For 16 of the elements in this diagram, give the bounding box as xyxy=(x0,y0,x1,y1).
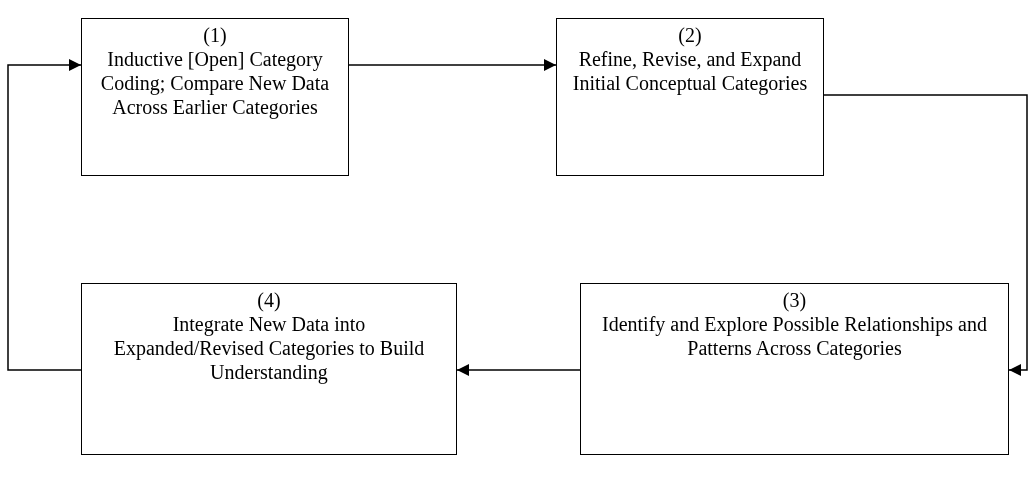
step-text: Integrate New Data into Expanded/Revised Categories to Build Understanding xyxy=(112,312,426,384)
step-number: (3) xyxy=(782,288,807,312)
process-box xyxy=(81,283,457,455)
step-text: Refine, Revise, and Expand Initial Conceptual Categories xyxy=(571,47,809,95)
arrow xyxy=(456,364,581,376)
step-number: (4) xyxy=(257,288,281,312)
step-number: (2) xyxy=(678,23,702,47)
arrow xyxy=(348,59,557,71)
step-text: Identify and Explore Possible Relationships and Patterns Across Categories xyxy=(601,312,988,360)
arrow xyxy=(7,59,82,371)
arrow xyxy=(823,94,1028,376)
process-box xyxy=(81,18,349,176)
process-box xyxy=(580,283,1009,455)
step-number: (1) xyxy=(203,23,227,47)
process-box xyxy=(556,18,824,176)
step-text: Inductive [Open] Category Coding; Compare New Data Across Earlier Categories xyxy=(99,47,331,119)
